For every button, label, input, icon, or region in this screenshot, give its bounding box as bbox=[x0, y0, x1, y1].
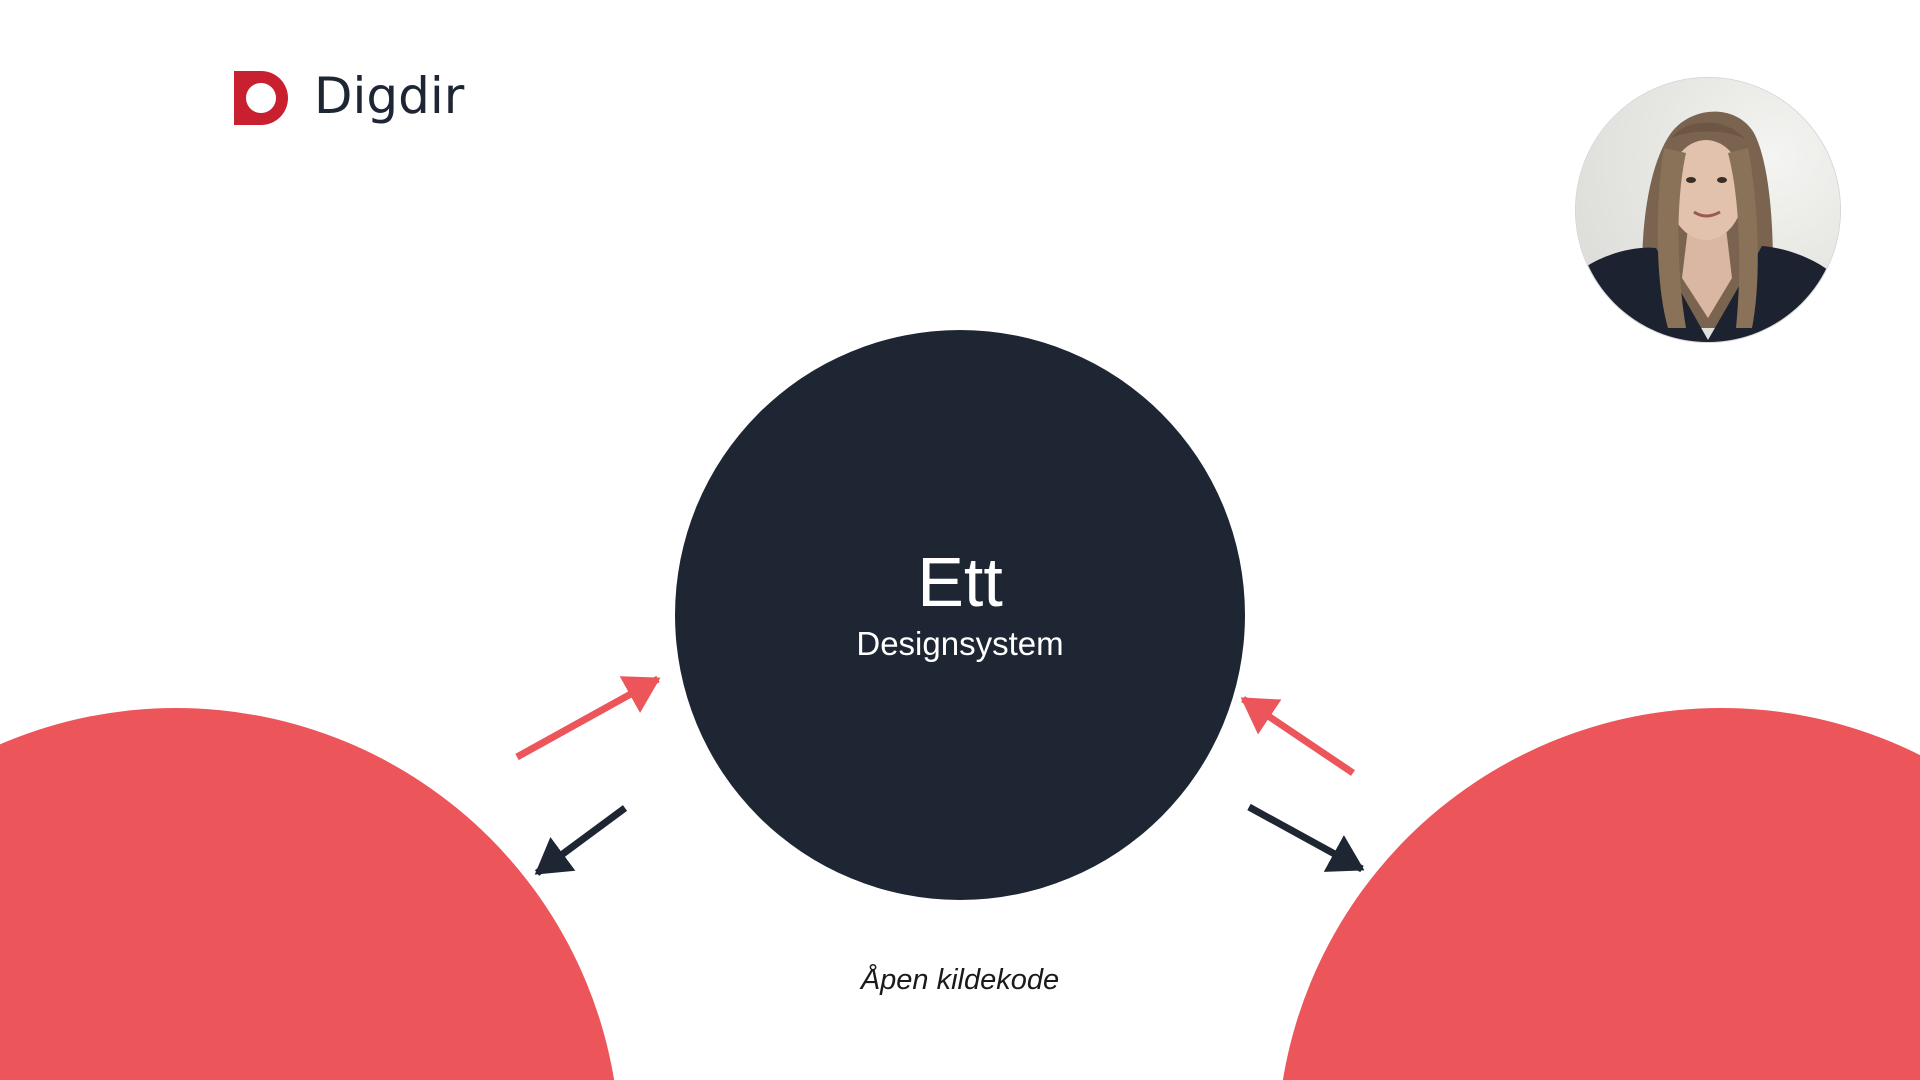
digdir-logo: Digdir bbox=[234, 67, 465, 126]
right-red-circle bbox=[1282, 708, 1920, 1080]
center-dark-circle bbox=[675, 330, 1245, 900]
right-outbound-arrow bbox=[1247, 803, 1365, 873]
digdir-logo-icon bbox=[234, 71, 288, 125]
right-inbound-arrow bbox=[1240, 696, 1355, 776]
presenter-video-icon bbox=[1576, 111, 1840, 342]
left-outbound-arrow bbox=[534, 805, 628, 876]
open-source-caption: Åpen kildekode bbox=[860, 964, 1060, 996]
left-red-circle bbox=[0, 708, 615, 1080]
presenter-webcam bbox=[1576, 78, 1840, 342]
left-inbound-arrow bbox=[515, 675, 661, 761]
logo-text: Digdir bbox=[314, 67, 465, 125]
